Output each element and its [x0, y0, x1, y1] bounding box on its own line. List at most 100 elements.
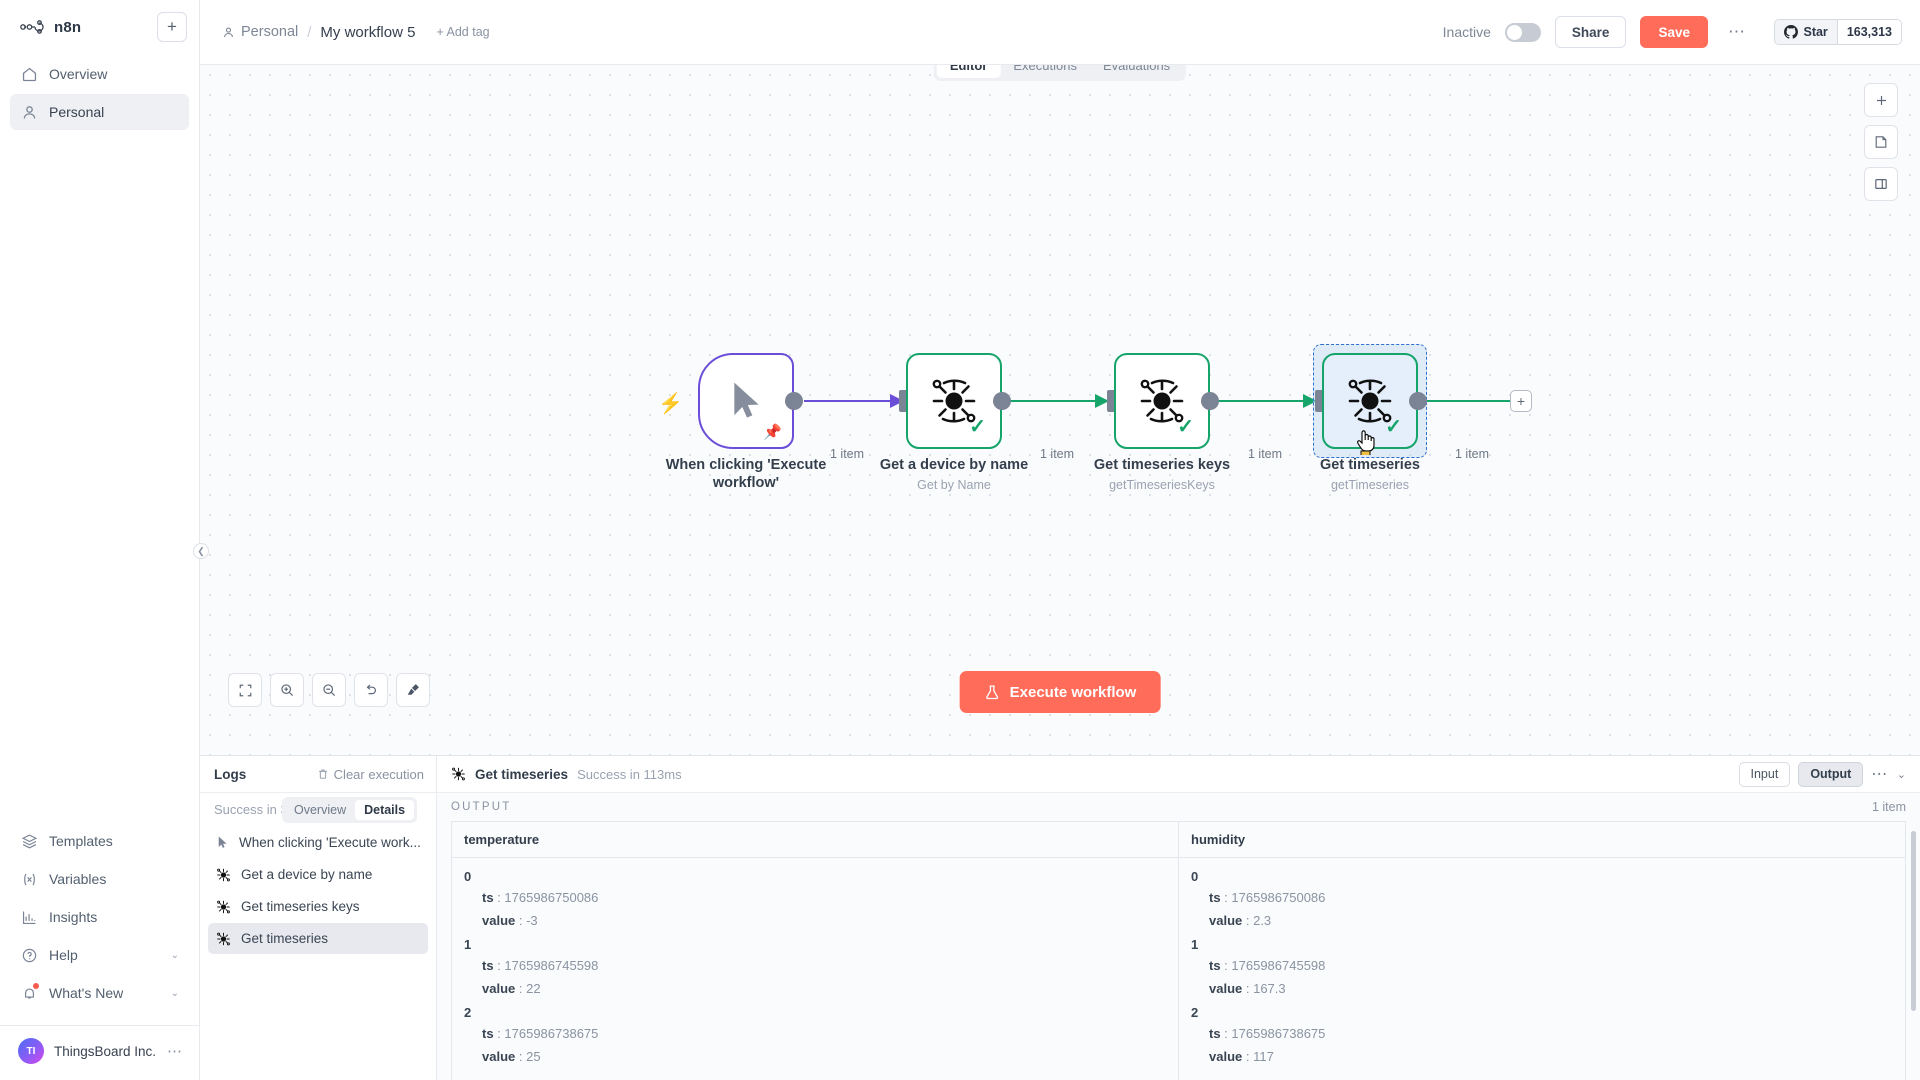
save-button[interactable]: Save	[1640, 16, 1708, 48]
sidebar-item-label: Templates	[49, 833, 113, 849]
add-tag-button[interactable]: + Add tag	[436, 25, 490, 39]
list-item[interactable]: When clicking 'Execute work...	[208, 827, 428, 858]
segment-details[interactable]: Details	[355, 800, 415, 820]
output-tab-button[interactable]: Output	[1798, 761, 1864, 787]
node-box[interactable]: ✓	[906, 353, 1002, 449]
node-input-port[interactable]	[1315, 390, 1324, 412]
node-when-clicking-execute-workflow[interactable]: ⚡ 📌 When clicking 'Execute workflow'	[658, 353, 826, 491]
entry-index: 2	[1191, 1005, 1199, 1020]
trash-icon	[317, 768, 329, 780]
fit-view-button[interactable]	[228, 673, 262, 707]
node-success-check-icon: ✓	[969, 416, 986, 438]
sidebar-item-variables[interactable]: Variables	[10, 861, 189, 897]
sidebar-collapse-handle[interactable]: ❮	[193, 543, 209, 559]
entry-ts: ts : 1765986745598	[482, 958, 599, 973]
notification-dot	[33, 983, 39, 989]
list-item[interactable]: Get timeseries keys	[208, 891, 428, 922]
segment-overview[interactable]: Overview	[294, 803, 347, 817]
person-icon	[222, 26, 235, 39]
output-section-label: OUTPUT	[451, 801, 512, 813]
create-workflow-button[interactable]: +	[157, 12, 187, 42]
breadcrumb-project[interactable]: Personal	[222, 24, 298, 40]
cursor-icon	[726, 379, 766, 423]
sidebar-item-help[interactable]: Help ⌄	[10, 937, 189, 973]
list-item[interactable]: Get a device by name	[208, 859, 428, 890]
pin-icon: 📌	[763, 424, 782, 441]
toggle-panel-button[interactable]	[1864, 167, 1898, 201]
entry-index: 1	[1191, 937, 1199, 952]
node-output-port[interactable]	[1201, 392, 1219, 410]
node-input-port[interactable]	[899, 390, 908, 412]
output-table-container[interactable]: temperature humidity 0 ts : 176598675008…	[437, 821, 1920, 1080]
execute-workflow-label: Execute workflow	[1009, 683, 1137, 701]
node-box[interactable]: ✓	[1322, 353, 1418, 455]
help-icon	[20, 946, 38, 964]
sidebar-item-templates[interactable]: Templates	[10, 823, 189, 859]
node-input-port[interactable]	[1107, 390, 1116, 412]
node-output-port[interactable]	[1409, 392, 1427, 410]
zoom-out-button[interactable]	[312, 673, 346, 707]
github-star-button[interactable]: Star	[1775, 20, 1837, 44]
output-scrollbar[interactable]	[1911, 831, 1916, 1011]
add-next-node-button[interactable]: +	[1510, 390, 1532, 412]
tidy-up-button[interactable]	[396, 673, 430, 707]
input-tab-button[interactable]: Input	[1738, 761, 1791, 787]
github-star-widget[interactable]: Star 163,313	[1774, 19, 1902, 45]
canvas-left-toolbar	[228, 673, 430, 707]
thingsboard-icon	[216, 932, 231, 946]
logs-header: Logs Clear execution	[200, 756, 436, 793]
insights-icon	[20, 908, 38, 926]
chevron-down-icon: ⌄	[170, 949, 179, 961]
table-row: 0 ts : 1765986750086 value : -3 1 ts : 1…	[451, 857, 1906, 1080]
entry-ts: ts : 1765986738675	[1209, 1026, 1326, 1041]
node-output-port[interactable]	[993, 392, 1011, 410]
canvas-edges	[804, 394, 1510, 408]
node-get-timeseries-keys[interactable]: ✓ Get timeseries keys getTimeseriesKeys	[1094, 353, 1230, 492]
share-button[interactable]: Share	[1554, 16, 1627, 48]
output-panel: Get timeseries Success in 113ms Input Ou…	[437, 756, 1920, 1080]
sidebar-item-insights[interactable]: Insights	[10, 899, 189, 935]
node-output-port[interactable]	[785, 392, 803, 410]
execute-workflow-button[interactable]: Execute workflow	[959, 671, 1161, 713]
brand-logo[interactable]: n8n	[12, 19, 149, 36]
edge-label-4: 1 item	[1455, 447, 1490, 461]
flask-icon	[984, 684, 1001, 701]
node-box[interactable]: 📌	[698, 353, 794, 449]
node-box[interactable]: ✓	[1114, 353, 1210, 449]
list-item[interactable]: Get timeseries	[208, 923, 428, 954]
table-header-row: temperature humidity	[451, 821, 1906, 858]
sidebar-item-personal[interactable]: Personal	[10, 94, 189, 130]
entry-value: value : 25	[482, 1049, 541, 1064]
chevron-down-icon[interactable]: ⌄	[1896, 768, 1906, 781]
workflow-activation-toggle[interactable]	[1504, 22, 1541, 42]
account-menu-icon[interactable]: ⋯	[167, 1043, 183, 1060]
breadcrumb-separator: /	[307, 23, 312, 41]
node-subtitle: Get by Name	[917, 478, 991, 492]
workflow-canvas[interactable]: Execute workflow ⚡	[200, 65, 1920, 755]
list-item-label: Get timeseries	[241, 931, 329, 946]
add-node-button[interactable]	[1864, 83, 1898, 117]
node-subtitle: getTimeseriesKeys	[1109, 478, 1215, 492]
sidebar-item-whats-new[interactable]: What's New ⌄	[10, 975, 189, 1011]
sidebar-item-label: Help	[49, 947, 78, 963]
reset-zoom-button[interactable]	[354, 673, 388, 707]
activation-status-label: Inactive	[1442, 24, 1491, 40]
node-title: Get timeseries	[1320, 457, 1420, 473]
logs-panel: Logs Clear execution Success in 393ms Ov…	[200, 756, 437, 1080]
sidebar: n8n + Overview Perso	[0, 0, 200, 1080]
output-more-icon[interactable]: ⋯	[1871, 766, 1889, 783]
workflow-name[interactable]: My workflow 5	[320, 23, 416, 41]
bell-icon	[20, 983, 39, 1002]
avatar: TI	[18, 1038, 44, 1064]
user-account-row[interactable]: TI ThingsBoard Inc. ⋯	[0, 1026, 199, 1080]
zoom-in-button[interactable]	[270, 673, 304, 707]
sidebar-item-overview[interactable]: Overview	[10, 56, 189, 92]
node-get-timeseries[interactable]: ✓ Get timeseries getTimeseries	[1313, 344, 1427, 492]
github-star-count: 163,313	[1836, 20, 1901, 44]
clear-execution-button[interactable]: Clear execution	[317, 767, 424, 782]
workflow-menu-icon[interactable]: ⋯	[1727, 22, 1747, 41]
add-sticky-note-button[interactable]	[1864, 125, 1898, 159]
column-header-humidity: humidity	[1178, 821, 1906, 858]
logs-view-segmented-control: Overview Details	[282, 797, 418, 823]
node-get-a-device-by-name[interactable]: ✓ Get a device by name Get by Name	[880, 353, 1028, 492]
